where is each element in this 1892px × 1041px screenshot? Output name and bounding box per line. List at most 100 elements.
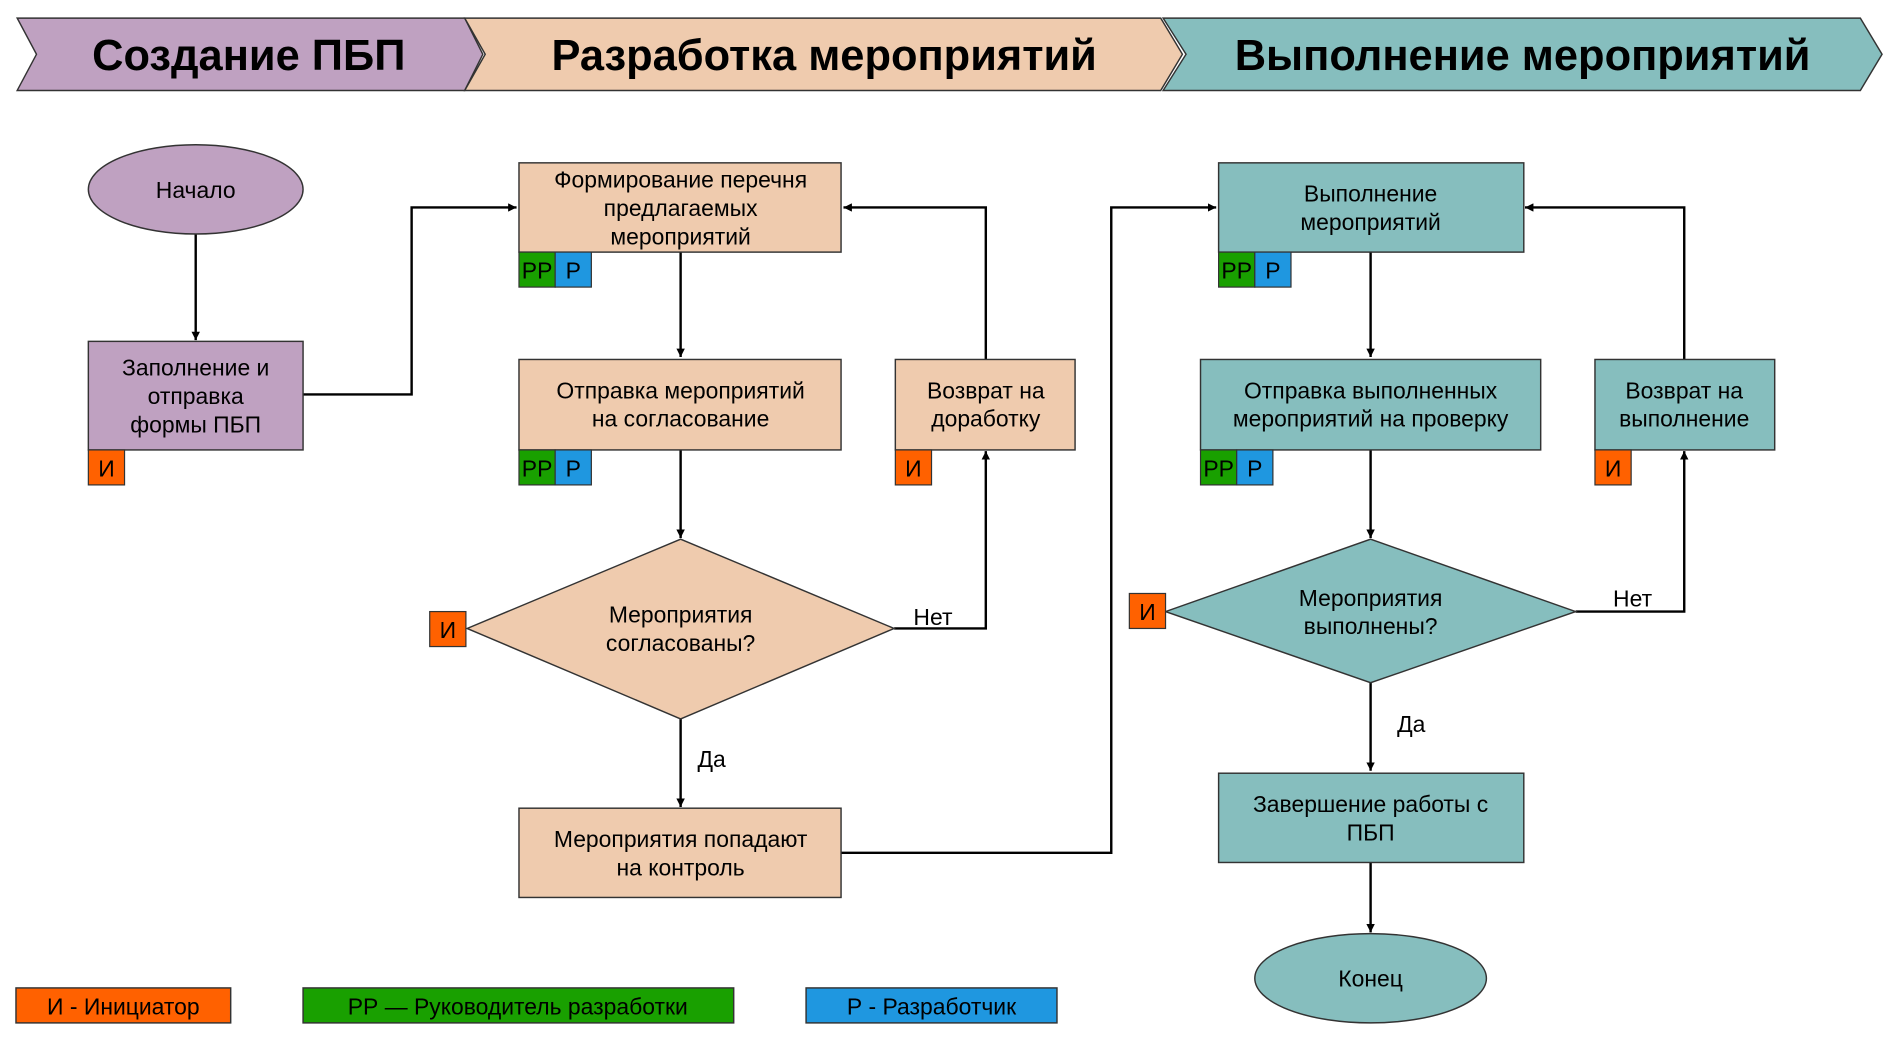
node-label-line: Возврат на [927,377,1045,403]
node-label-line: Возврат на [1625,377,1743,403]
role-tag-dev_lead [518,449,556,486]
edge-done-no [1575,451,1689,613]
node-label-line: Начало [156,177,236,203]
node-label-line: Мероприятия [609,602,753,628]
role-tag-label: РР [1221,258,1252,284]
phase-chevron [1161,17,1883,92]
role-tag-initiator [1128,592,1167,630]
edge-rework-to-formlist [843,203,988,360]
decision-shape [1163,538,1578,684]
node-label-line: формы ПБП [130,411,261,437]
role-tag-label: РР [522,455,553,481]
role-tag-label: Р [566,455,581,481]
node-label-line: мероприятий на проверку [1233,406,1509,432]
node-label-line: Завершение работы с [1253,791,1488,817]
terminator-shape [87,144,304,235]
role-tag-dev_lead [1199,449,1238,486]
node-label-line: выполнены? [1304,613,1438,639]
role-tag-label: И [905,455,921,481]
node-label-line: ПБП [1347,819,1395,845]
edge-label-yes: Да [698,746,727,772]
node-label-line: Мероприятия попадают [554,826,808,852]
node-label-line: Конец [1338,966,1403,992]
node-label-line: на согласование [592,406,769,432]
legend-label: РР — Руководитель разработки [348,993,688,1019]
legend-label: И - Инициатор [47,993,200,1019]
phase-title: Разработка мероприятий [551,32,1096,80]
process-shape [518,807,842,899]
node-send-check[interactable]: Отправка выполненных мероприятий на прове… [1199,358,1542,486]
node-return-rework[interactable]: Возврат на доработку И [894,358,1076,486]
legend-swatch [805,987,1058,1024]
edge-label-yes: Да [1397,711,1426,737]
role-tag-label: Р [566,258,581,284]
role-tag-developer [554,449,592,486]
node-label-line: Отправка выполненных [1244,377,1498,403]
decision-shape [465,538,896,720]
edges [191,203,1689,933]
node-label-line: доработку [931,406,1041,432]
process-shape [894,358,1076,451]
process-shape [1594,358,1776,451]
process-shape [87,340,304,451]
legend-swatch [15,987,232,1024]
role-tag-initiator [1594,449,1632,486]
role-tag-initiator [894,449,933,486]
edge-fill-to-formlist [303,203,517,396]
phase-header-development: Разработка мероприятий [463,17,1184,92]
legend: И - Инициатор РР — Руководитель разработ… [15,987,1058,1024]
legend-item-initiator: И - Инициатор [15,987,232,1024]
process-shape [1199,358,1542,451]
node-label-line: на контроль [617,854,745,880]
node-label-line: согласованы? [606,630,755,656]
phase-header-execution: Выполнение мероприятий [1161,17,1883,92]
node-label-line: мероприятий [610,223,750,249]
edge-label-no: Нет [913,604,953,630]
edge-returnexec-to-execute [1525,203,1686,360]
role-tag-developer [1236,449,1274,486]
role-tag-label: И [98,455,114,481]
role-tag-label: И [1605,455,1621,481]
node-form-list[interactable]: Формирование перечняпредлагаемыхмероприя… [518,162,842,288]
node-start[interactable]: Начало [87,144,304,235]
legend-label: Р - Разработчик [847,993,1017,1019]
role-tag-label: РР [1203,455,1234,481]
process-shape [1217,162,1525,253]
node-label-line: отправка [148,383,244,409]
role-tag-developer [1254,251,1292,288]
node-label-line: мероприятий [1300,209,1440,235]
legend-item-developer: Р - Разработчик [805,987,1058,1024]
role-tag-initiator [87,449,126,486]
node-label-line: Отправка мероприятий [556,377,804,403]
phase-header-creation: Создание ПБП [15,17,484,92]
role-tag-label: РР [522,258,553,284]
role-tag-initiator [429,610,467,648]
role-tag-label: Р [1265,258,1280,284]
phase-title: Выполнение мероприятий [1235,32,1811,80]
role-tag-label: Р [1247,455,1262,481]
terminator-shape [1254,932,1488,1024]
node-label-line: предлагаемых [604,195,758,221]
edge-decision-no [894,451,991,630]
process-shape [518,162,842,253]
role-tag-dev_lead [1218,251,1256,288]
role-tag-label: И [440,617,456,643]
phase-chevron [463,17,1184,92]
node-end[interactable]: Конец [1254,932,1488,1024]
process-shape [1217,772,1525,864]
node-label-line: Заполнение и [122,355,269,381]
role-tag-label: И [1139,599,1155,625]
legend-swatch [302,987,735,1024]
process-shape [518,358,842,451]
edge-control-to-execute [841,203,1217,855]
node-label-line: Выполнение [1304,181,1437,207]
